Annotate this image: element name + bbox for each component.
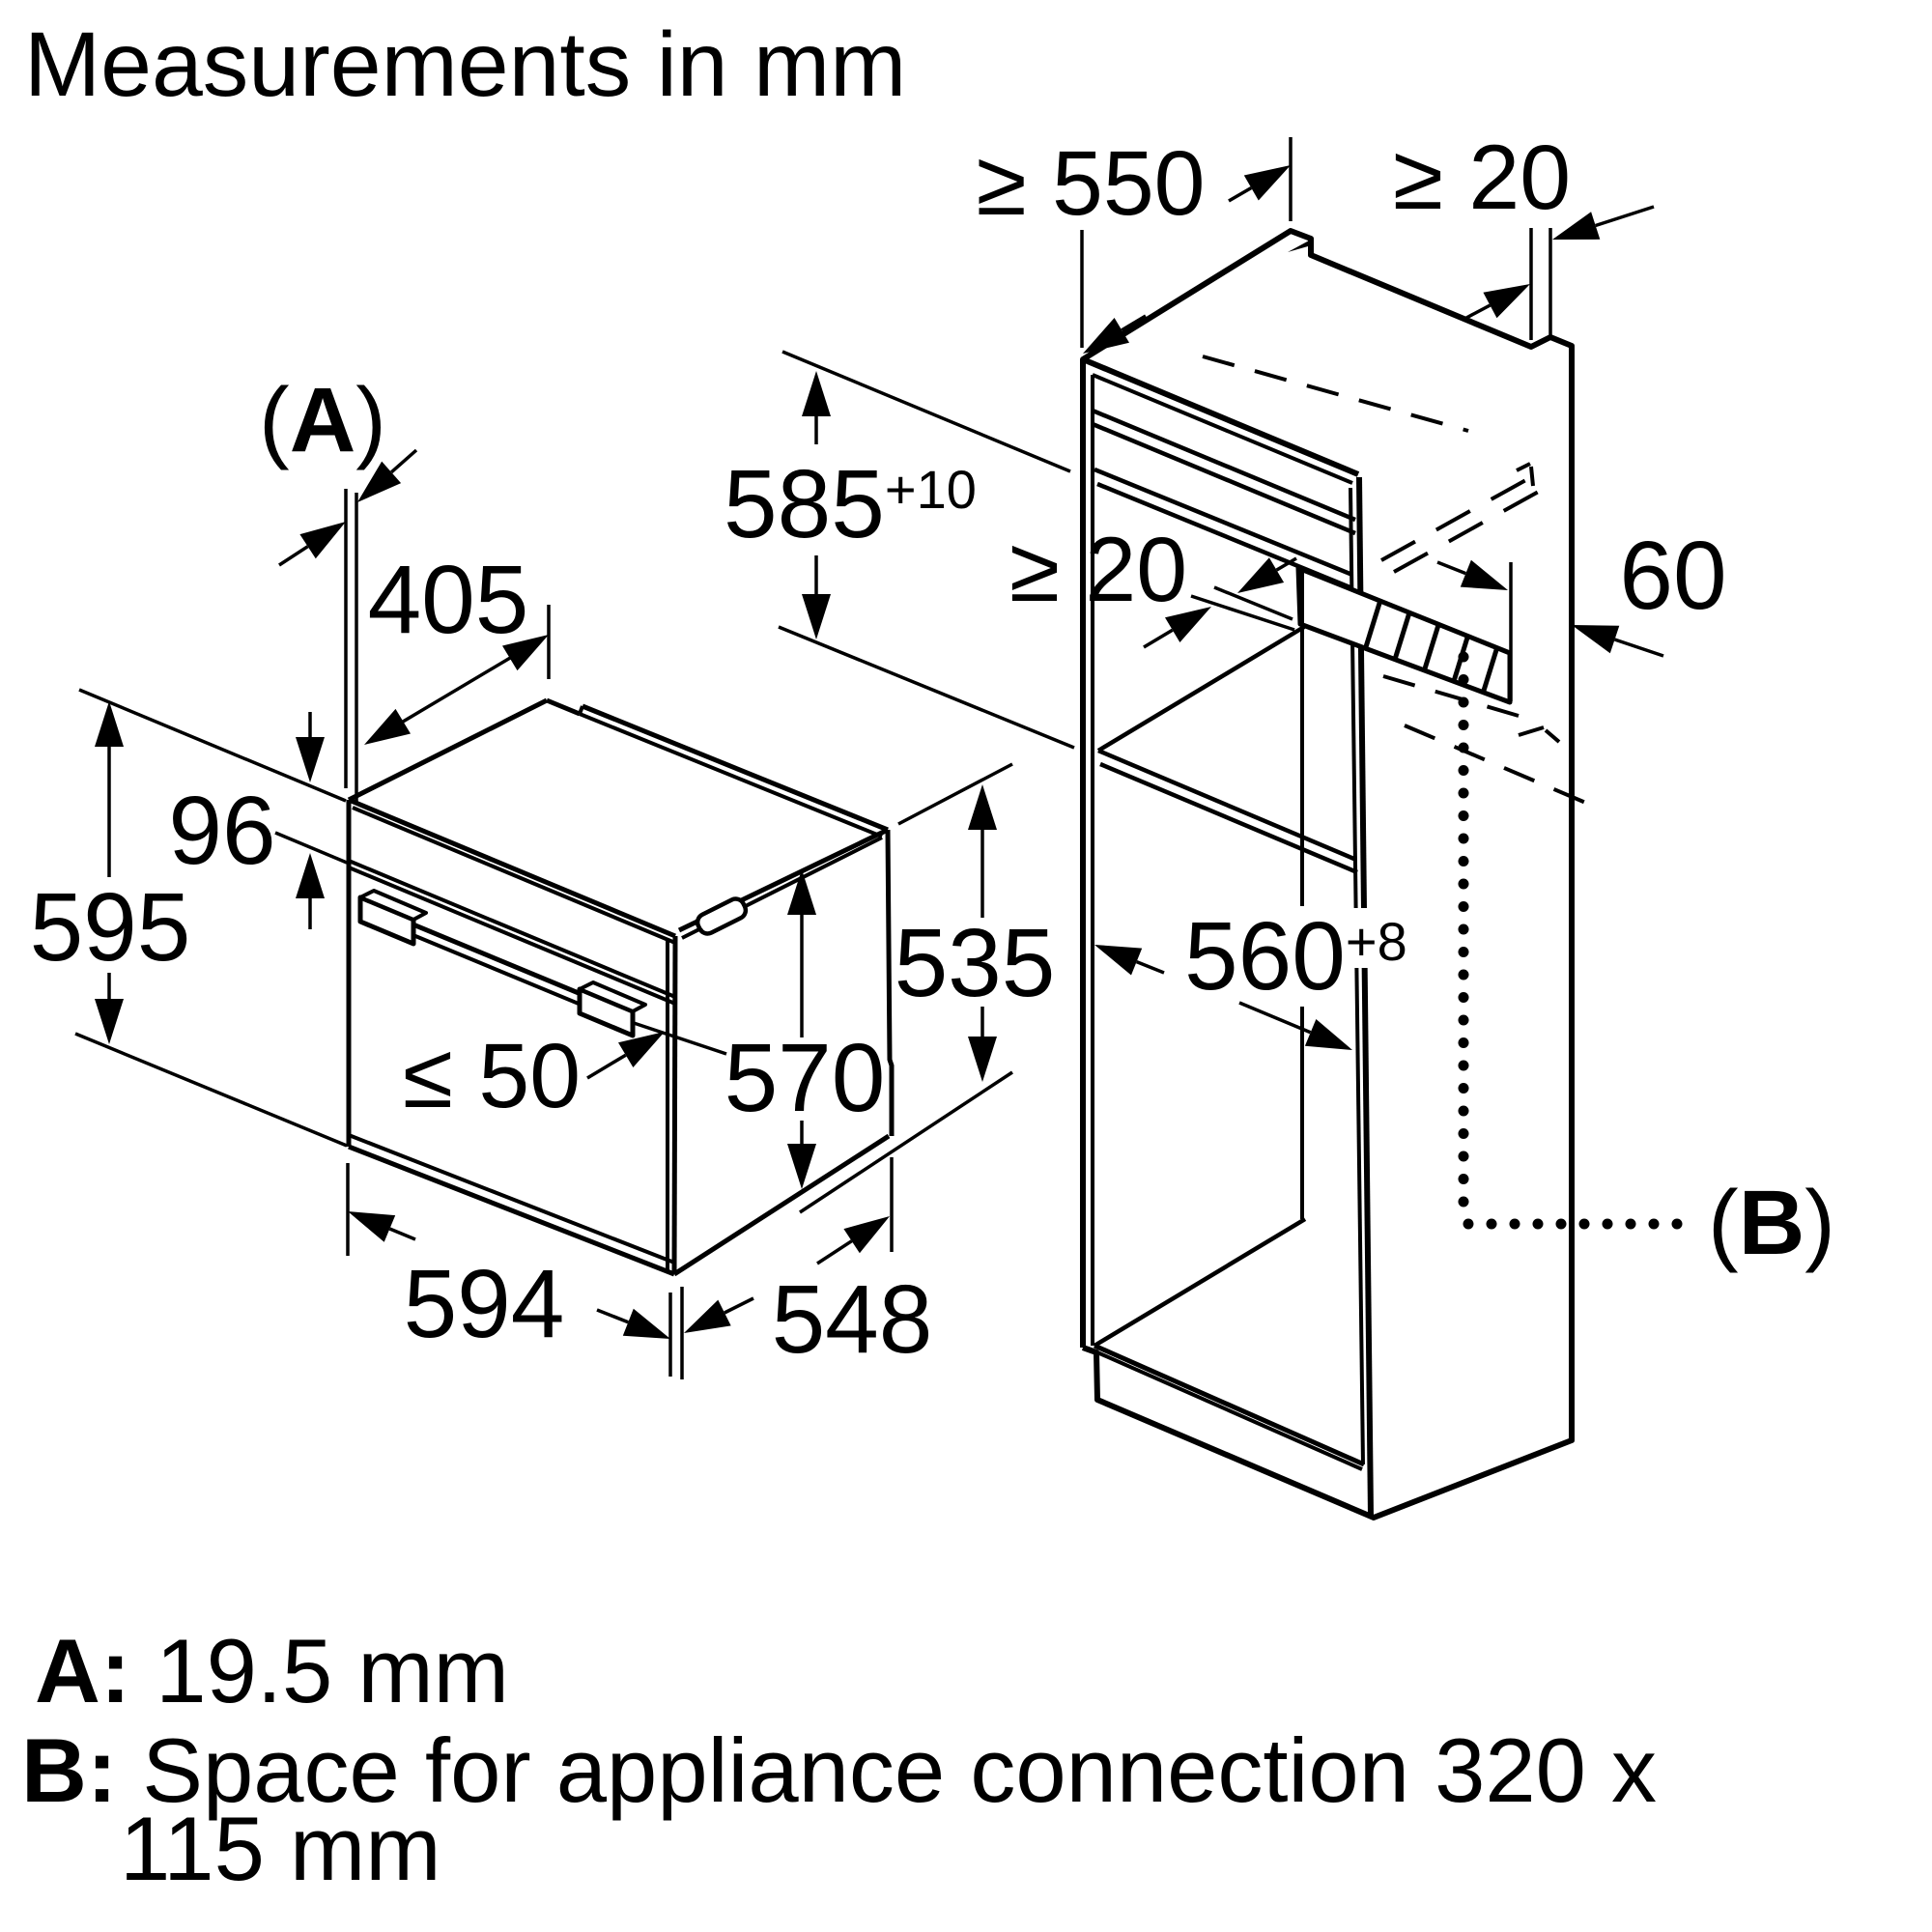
- svg-text:405: 405: [368, 546, 529, 654]
- svg-text:Measurements in mm: Measurements in mm: [24, 14, 906, 116]
- svg-text:≥ 20: ≥ 20: [1393, 127, 1571, 229]
- svg-text:60: 60: [1619, 522, 1726, 630]
- svg-text:570: 570: [724, 1024, 886, 1132]
- svg-text:535: 535: [895, 909, 1056, 1017]
- svg-text:(B): (B): [1708, 1172, 1835, 1274]
- svg-text:595: 595: [30, 873, 191, 981]
- svg-text:≥ 550: ≥ 550: [976, 132, 1205, 235]
- svg-text:585+10: 585+10: [724, 450, 977, 558]
- svg-text:594: 594: [404, 1250, 565, 1358]
- svg-text:≤ 50: ≤ 50: [403, 1025, 581, 1127]
- svg-text:B: Space for appliance connect: B: Space for appliance connection 320 x: [21, 1719, 1657, 1821]
- svg-text:≥ 20: ≥ 20: [1009, 519, 1187, 621]
- svg-text:548: 548: [772, 1265, 933, 1374]
- svg-text:115 mm: 115 mm: [120, 1798, 441, 1899]
- svg-text:A: 19.5 mm: A: 19.5 mm: [35, 1620, 509, 1721]
- svg-text:560+8: 560+8: [1184, 902, 1407, 1010]
- svg-text:(A): (A): [259, 369, 386, 471]
- svg-text:96: 96: [168, 777, 275, 885]
